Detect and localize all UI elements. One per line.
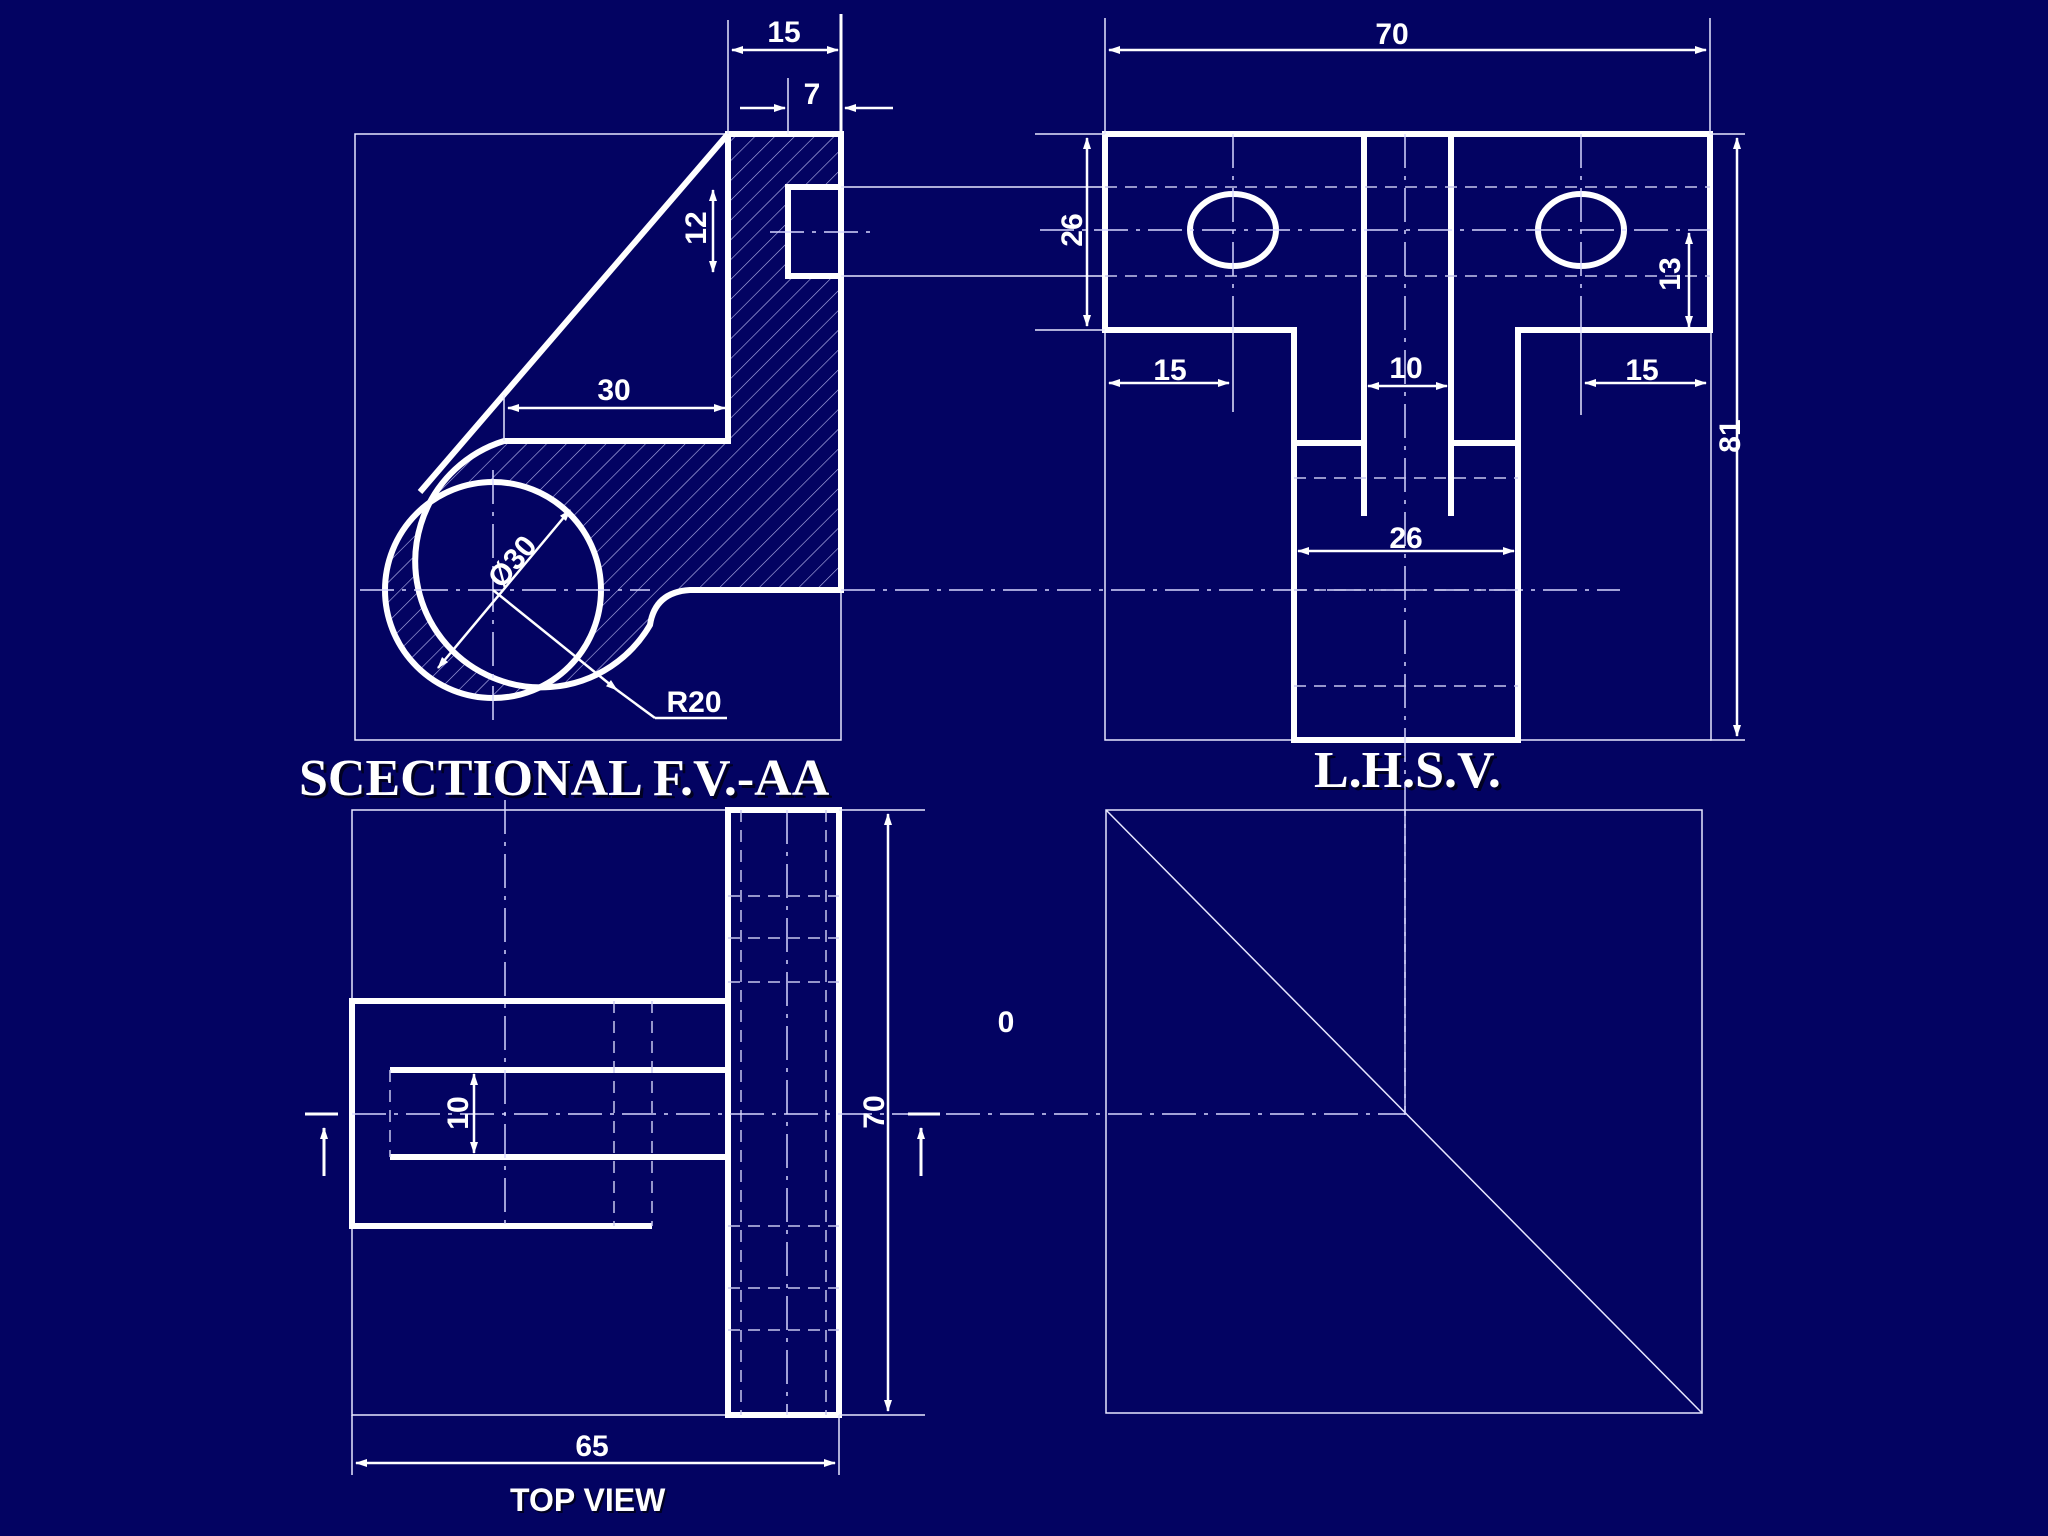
sectional-front-view: 15 7 12 30 Ø30 R20	[354, 14, 893, 741]
mitre-frame	[1105, 809, 1703, 1414]
lhs-view: 70 26 13 81 15 10 15 26	[1035, 18, 1747, 1115]
dim-65: 65	[575, 1430, 608, 1463]
dim-30: 30	[597, 374, 630, 407]
front-outline	[412, 131, 844, 691]
side-frame	[1104, 133, 1712, 741]
dim-15-top: 15	[767, 16, 800, 49]
top-title-shadow: TOP VIEW	[512, 1484, 668, 1520]
section-hatch	[385, 134, 841, 698]
front-slant-edge	[417, 132, 731, 494]
dim-13: 13	[1654, 257, 1687, 290]
front-title-shadow: SCECTIONAL F.V.-AA	[302, 753, 833, 810]
dim-15-left: 15	[1153, 354, 1186, 387]
dim-70-vert: 70	[858, 1095, 891, 1128]
dim-70-top: 70	[1375, 18, 1408, 51]
dim-r20: R20	[666, 686, 721, 719]
side-title-shadow: L.H.S.V.	[1317, 745, 1504, 802]
dim-26-web: 26	[1389, 522, 1422, 555]
mitre-diagonal	[1105, 809, 1703, 1414]
dim-dia30: Ø30	[482, 530, 544, 595]
top-frame	[351, 809, 840, 1416]
dim-10-mid: 10	[1389, 352, 1422, 385]
top-view: 10 70 65	[305, 800, 1405, 1475]
dim-10-slot: 10	[442, 1096, 475, 1129]
side-title: L.H.S.V.	[1314, 742, 1501, 799]
dim-7: 7	[804, 78, 821, 111]
dim-81: 81	[1714, 419, 1747, 452]
side-outline	[1102, 131, 1713, 743]
dim-26-left: 26	[1056, 213, 1089, 246]
dim-dia30-line	[437, 509, 571, 669]
origin-mark: 0	[998, 1006, 1015, 1039]
top-title: TOP VIEW	[510, 1482, 666, 1518]
front-title: SCECTIONAL F.V.-AA	[299, 750, 830, 807]
mitre-projection-box	[1105, 809, 1703, 1414]
dim-r20-line	[492, 589, 618, 691]
dim-15-right: 15	[1625, 354, 1658, 387]
top-flange	[725, 807, 842, 1418]
dim-12: 12	[680, 211, 713, 244]
